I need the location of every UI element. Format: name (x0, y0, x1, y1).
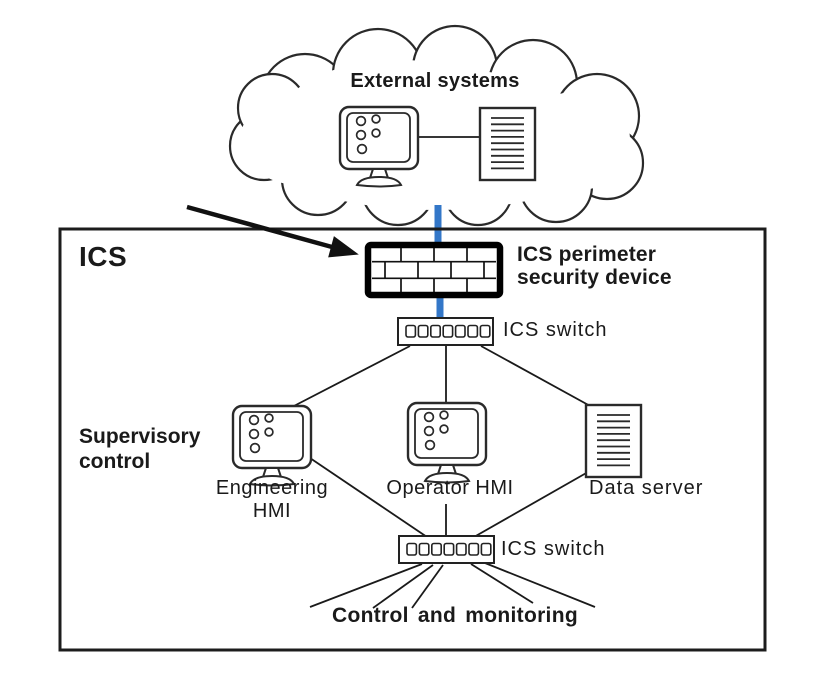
supervisory-control-label: Supervisory control (79, 425, 201, 473)
control-and-monitoring-label: Control and monitoring (332, 604, 578, 627)
external-server-icon (478, 106, 537, 182)
operator-hmi-label: Operator HMI (386, 477, 514, 499)
ics-switch-bottom-label: ICS switch (501, 538, 606, 560)
engineering-hmi-icon (231, 404, 313, 487)
data-server-icon (584, 403, 643, 479)
external-systems-label: External systems (350, 70, 520, 92)
ics-zone-label: ICS (79, 241, 128, 272)
data-server-label: Data server (589, 477, 704, 499)
pointer-arrow-icon (186, 204, 359, 258)
firewall-icon (364, 241, 504, 299)
perimeter-security-device-label: ICS perimeter security device (517, 243, 672, 289)
network-lines (291, 136, 593, 538)
ics-switch-bottom-icon (398, 535, 495, 564)
ics-switch-top-icon (397, 317, 494, 346)
field-fanout-lines (309, 562, 596, 609)
engineering-hmi-label: Engineering HMI (215, 477, 329, 522)
ics-switch-top-label: ICS switch (503, 319, 608, 341)
cloud-icon (228, 24, 645, 227)
operator-hmi-icon (406, 401, 488, 484)
ics-boundary-box (58, 227, 767, 652)
